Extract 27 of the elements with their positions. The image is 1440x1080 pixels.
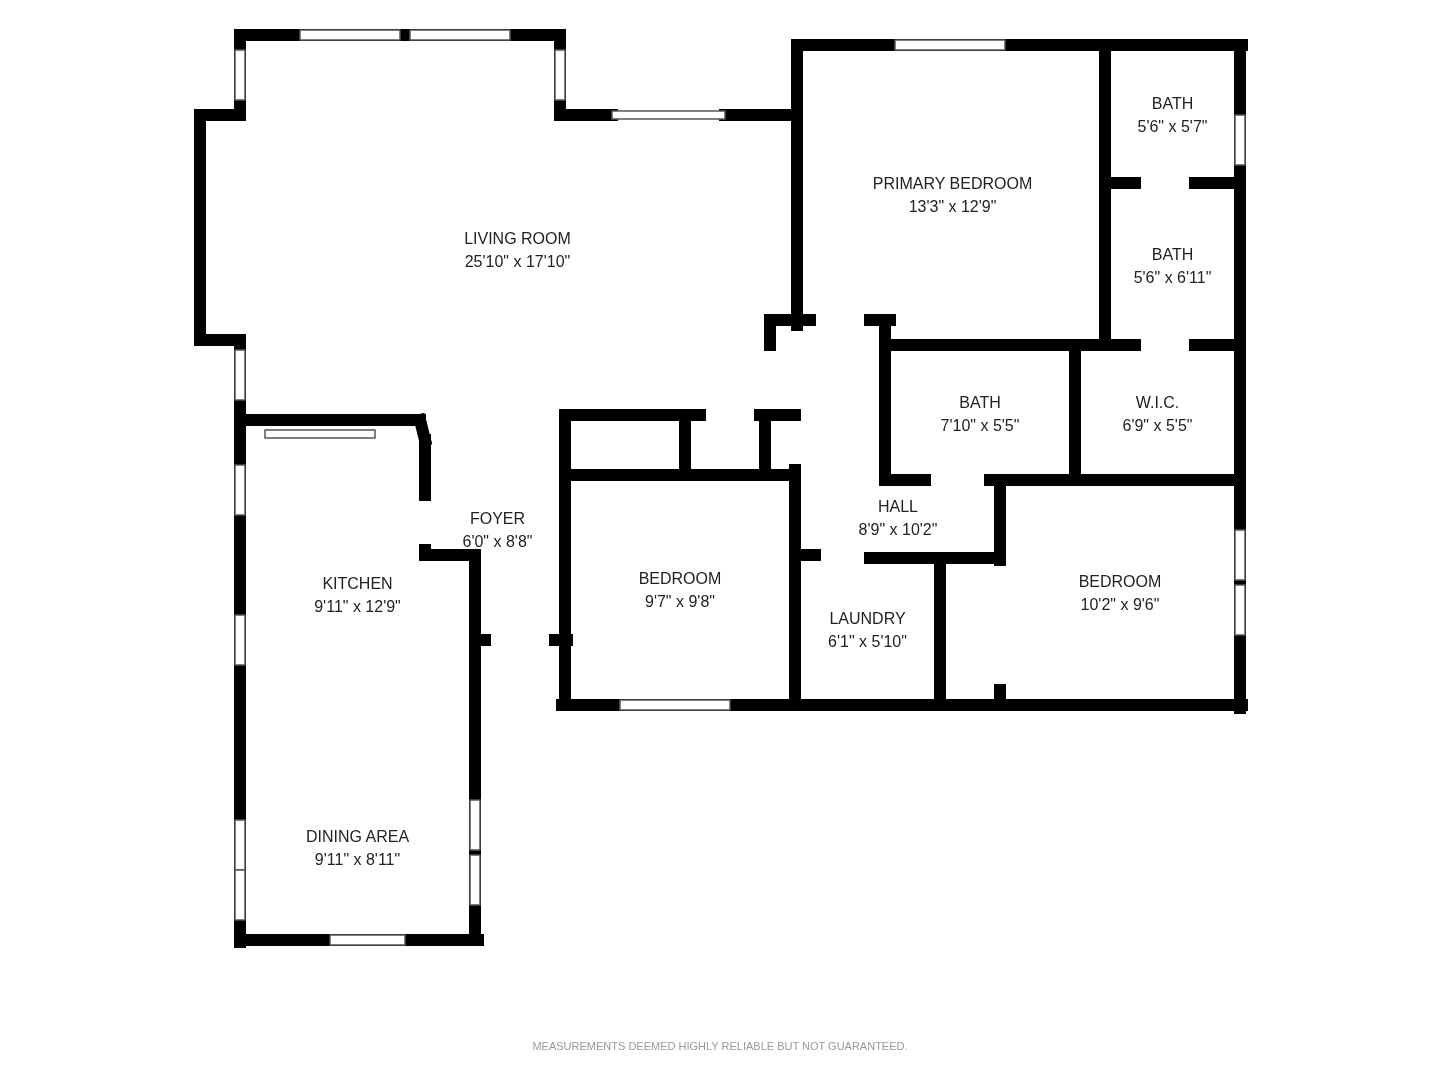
room-dimensions: 5'6" x 5'7"	[1137, 117, 1208, 137]
room-name: LAUNDRY	[829, 609, 906, 629]
room-dimensions: 6'0" x 8'8"	[462, 532, 533, 552]
room-dimensions: 9'11" x 8'11"	[314, 849, 401, 870]
room-name: BATH	[1151, 244, 1194, 265]
room-name: W.I.C.	[1135, 393, 1180, 413]
room-dimensions: 9'7" x 9'8"	[645, 592, 715, 612]
room-dimensions: 13'3" x 12'9"	[908, 197, 997, 217]
room-name: PRIMARY BEDROOM	[872, 174, 1033, 194]
room-name: BEDROOM	[1078, 571, 1162, 592]
disclaimer-note: MEASUREMENTS DEEMED HIGHLY RELIABLE BUT NOT GUARANTEED.	[532, 1040, 908, 1052]
room-dimensions: 5'6" x 6'11"	[1133, 267, 1212, 288]
room-dimensions: 8'9" x 10'2"	[858, 520, 938, 540]
room-name: LIVING ROOM	[464, 229, 571, 249]
room-name: DINING AREA	[305, 826, 410, 847]
room-name: KITCHEN	[322, 574, 393, 594]
room-name: BATH	[1151, 94, 1194, 114]
room-dimensions: 25'10" x 17'10"	[464, 252, 571, 272]
room-dimensions: 10'2" x 9'6"	[1080, 594, 1160, 615]
room-name: BEDROOM	[638, 569, 722, 589]
room-name: HALL	[878, 497, 918, 517]
room-name: FOYER	[469, 509, 526, 529]
room-dimensions: 7'10" x 5'5"	[940, 416, 1020, 436]
room-name: BATH	[959, 393, 1001, 413]
room-dimensions: 9'11" x 12'9"	[314, 597, 401, 617]
room-dimensions: 6'1" x 5'10"	[828, 632, 907, 652]
room-dimensions: 6'9" x 5'5"	[1122, 416, 1193, 436]
